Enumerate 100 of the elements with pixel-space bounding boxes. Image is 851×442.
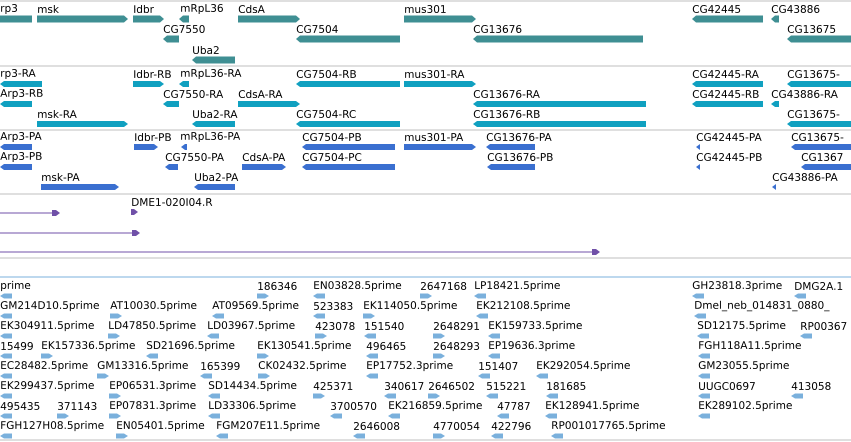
feature-label: rp3 (1, 4, 18, 14)
feature-label: CG7550-PA (166, 153, 224, 161)
feature-label: CG42445 (692, 5, 740, 13)
feature-label: CdsA-RA (238, 90, 282, 98)
feature-label: CG13676-PA (486, 133, 552, 141)
feature-label: CG13676 (474, 25, 522, 33)
feature-label: EP19636.3prime (489, 340, 575, 352)
feature-label: 47787 (498, 402, 530, 410)
feature-label: FGH127H08.5prime (1, 420, 104, 432)
feature-label: 423078 (316, 322, 355, 330)
feature-label: 2648293 (434, 342, 480, 350)
feature-label: CG7550 (164, 25, 205, 33)
feature-label: 2648291 (434, 322, 479, 330)
feature-label: CG42445-RA (692, 70, 759, 78)
feature-label: LD47850.5prime (109, 320, 196, 332)
feature-label: EK299437.5prime (1, 380, 94, 392)
feature-label: CG42445-PA (696, 133, 762, 141)
feature-label: 340617 (385, 382, 424, 390)
feature-label: 2647168 (420, 282, 466, 290)
feature-label: EP07831.3prime (110, 400, 196, 412)
feature-label: mus301-RA (405, 70, 464, 78)
feature-label: Arp3-RB (0, 89, 43, 99)
feature-label: 2646502 (428, 382, 474, 390)
feature-label: SD12175.5prime (698, 320, 786, 332)
feature-label: 151540 (365, 322, 404, 330)
feature-label: CG13675- (788, 110, 840, 118)
feature-label: SD14434.5prime (208, 380, 296, 392)
feature-label: CG13675- (792, 133, 844, 141)
feature-label: AT10030.5prime (110, 300, 196, 312)
feature-label: CG42445-RB (692, 90, 759, 98)
feature-label: Uba2 (193, 46, 219, 54)
feature-label: DME1-020I04.R (132, 198, 212, 206)
feature-label: EN03828.5prime (314, 280, 402, 292)
feature-label: EP17752.3prime (367, 360, 453, 372)
feature-label: 425371 (314, 382, 352, 390)
feature-label: CdsA (238, 4, 265, 14)
feature-label: GM23055.5prime (698, 360, 789, 372)
feature-label: FGM207E11.5prime (217, 420, 320, 432)
feature-label: GH23818.3prime (692, 280, 782, 292)
feature-label: 186346 (258, 282, 297, 290)
feature-label: 165399 (201, 362, 240, 370)
feature-label: 371143 (58, 402, 96, 410)
feature-label: GM214D10.5prime (0, 300, 99, 312)
feature-label: mRpL36-RA (181, 69, 242, 79)
feature-label: msk-RA (38, 110, 77, 118)
feature-label: 3700570 (331, 402, 376, 410)
feature-label: EK216859.5prime (389, 400, 482, 412)
feature-label: CG13676-PB (488, 153, 553, 161)
feature-label: msk (38, 4, 59, 14)
feature-label: CG7504 (296, 25, 338, 33)
feature-label: Arp3-PA (0, 132, 42, 142)
feature-label: EK159733.5prime (489, 320, 582, 332)
feature-label: EK130541.5prime (258, 340, 351, 352)
feature-label: CG43886-PA (772, 173, 838, 181)
feature-label: Idbr-RB (134, 70, 171, 78)
feature-label: EK128941.5prime (546, 400, 639, 412)
feature-label: EK292054.5prime (537, 360, 630, 372)
feature-label: prime (1, 280, 30, 292)
feature-label: Uba2-RA (193, 110, 238, 118)
feature-label: Dmel_neb_014831_0880_ (695, 300, 830, 312)
feature-label: EP06531.3prime (110, 380, 196, 392)
feature-label: rp3-RA (1, 69, 36, 79)
feature-label: CG13675 (788, 25, 836, 33)
feature-label: RP001017765.5prime (552, 420, 665, 432)
feature-label: 523383 (314, 302, 352, 310)
feature-label: 496465 (366, 342, 406, 350)
feature-label: msk-PA (42, 172, 80, 182)
feature-label: CG7504-RB (296, 70, 356, 78)
feature-label: Uba2-PA (195, 172, 238, 182)
feature-label: CG42445-PB (696, 153, 762, 161)
feature-label: Idbr (134, 4, 154, 14)
feature-label: mRpL36-PA (181, 132, 240, 142)
feature-label: mus301-PA (405, 133, 464, 141)
feature-label: CG7550-RA (164, 90, 224, 98)
feature-label: mRpL36 (181, 4, 223, 14)
feature-label: LD33306.5prime (209, 400, 296, 412)
feature-label: DMG2A.1 (795, 282, 842, 290)
feature-label: 495435 (0, 402, 40, 410)
feature-label: FGH118A11.5prime (699, 340, 801, 352)
feature-label: EC28482.5prime (1, 360, 88, 372)
feature-label: CG7504-RC (296, 110, 356, 118)
feature-label: CG1367 (802, 153, 842, 161)
feature-label: CG7504-PC (302, 153, 362, 161)
feature-label: EN05401.5prime (117, 420, 204, 432)
feature-label: CK02432.5prime (258, 360, 346, 372)
feature-label: LD03967.5prime (208, 320, 295, 332)
feature-label: UUGC0697 (699, 382, 755, 390)
feature-label: 515221 (487, 382, 526, 390)
feature-label: EK114050.5prime (364, 300, 457, 312)
feature-label: CG13676-RB (474, 110, 540, 118)
feature-label: EK157336.5prime (42, 340, 135, 352)
feature-label: CdsA-PA (242, 152, 286, 162)
feature-label: 181685 (547, 382, 586, 390)
feature-label: CG7504-PB (302, 133, 361, 141)
feature-label: Idbr-PB (135, 132, 171, 142)
feature-label: EK212108.5prime (477, 300, 570, 312)
feature-label: CG43886 (772, 5, 820, 13)
feature-label: 4770054 (434, 422, 480, 430)
feature-label: GM13316.5prime (98, 360, 188, 372)
feature-label: 413058 (792, 382, 831, 390)
